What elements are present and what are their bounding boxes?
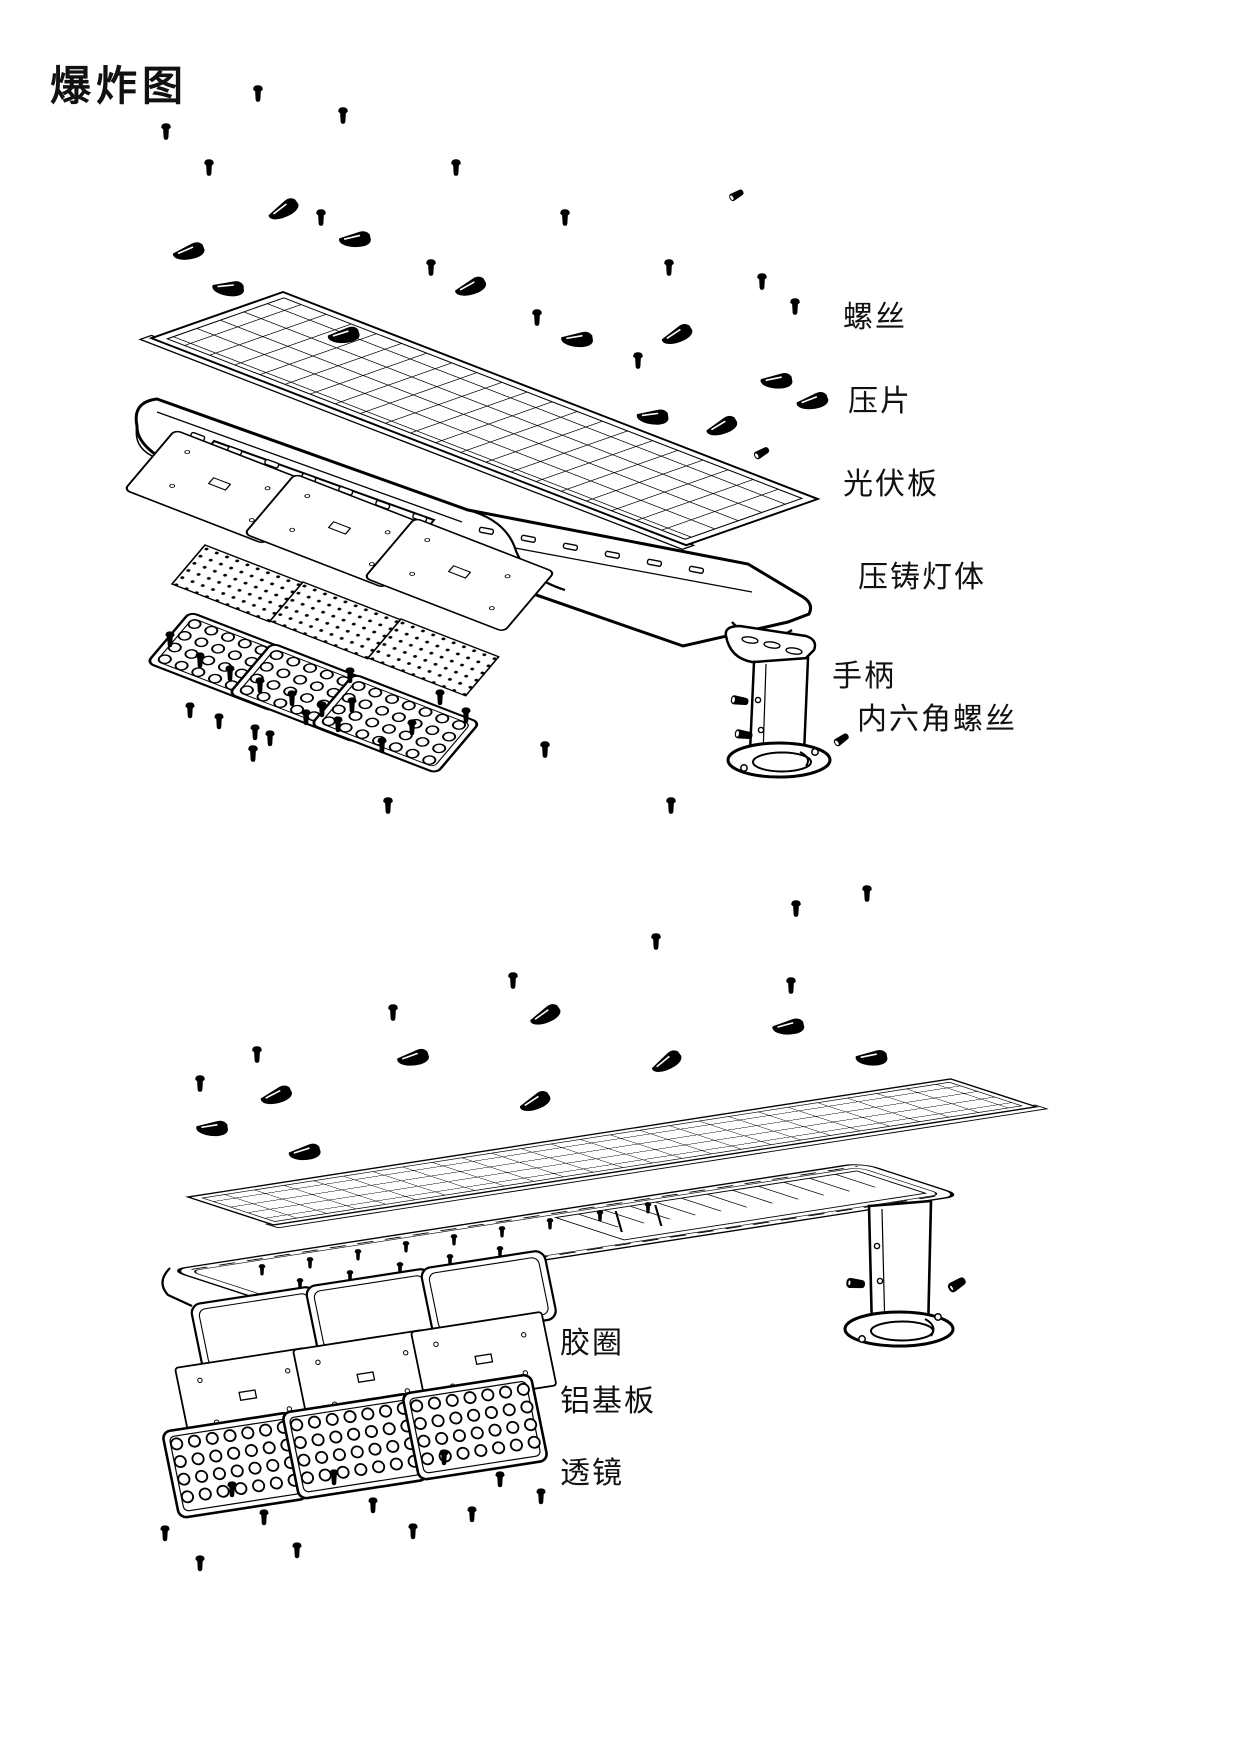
page-title: 爆炸图 — [50, 63, 188, 109]
lens-plates-upper — [148, 612, 479, 773]
solar-panel-upper — [138, 290, 821, 550]
handle-pole-lower — [843, 1199, 968, 1348]
label-press-plate: 压片 — [848, 385, 912, 418]
label-handle: 手柄 — [832, 660, 896, 693]
handle-pole — [724, 621, 832, 779]
hex-screw-icon — [832, 731, 851, 748]
solar-panel-lower — [185, 1078, 1049, 1229]
label-aluminum-pcb: 铝基板 — [560, 1385, 656, 1418]
label-die-cast-body: 压铸灯体 — [858, 561, 986, 594]
label-hex-socket-screws: 内六角螺丝 — [857, 703, 1017, 736]
label-screws: 螺丝 — [843, 301, 907, 334]
label-rubber-ring: 胶圈 — [560, 1327, 624, 1360]
hex-screw-icon — [730, 694, 750, 707]
label-pv-panel: 光伏板 — [843, 468, 939, 501]
label-lens: 透镜 — [560, 1457, 624, 1490]
hex-screw-icon — [845, 1277, 866, 1290]
substrate-plates-upper — [125, 430, 554, 631]
screws-scatter-lower — [195, 741, 872, 1092]
lens-plates-lower — [162, 1373, 548, 1519]
lamp-body-lower — [161, 1164, 955, 1307]
hex-screw-icon — [727, 187, 745, 203]
rubber-rings — [190, 1250, 557, 1374]
hex-screw-icon — [946, 1275, 968, 1294]
gasket-sheets-upper — [170, 544, 500, 697]
hex-screw-icon — [752, 445, 771, 461]
